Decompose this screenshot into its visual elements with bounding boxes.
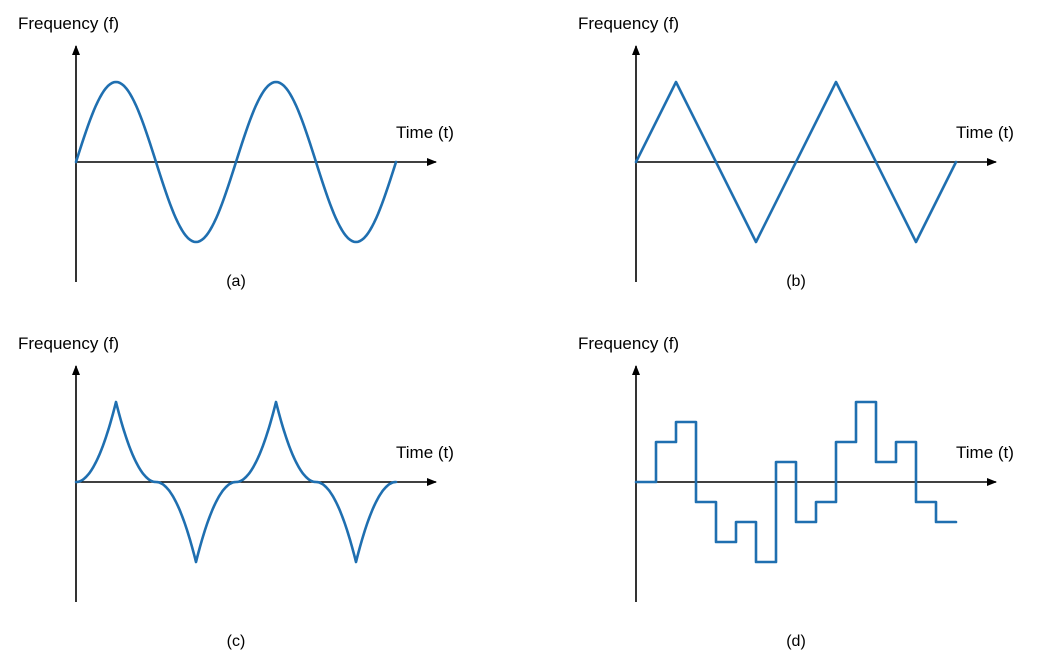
x-axis-label: Time (t) (396, 123, 454, 142)
triangle-waveform (634, 80, 958, 244)
panel-caption: (a) (226, 273, 246, 290)
stepped-waveform (634, 400, 958, 564)
panel-d: Frequency (f) Time (t) (d) (578, 334, 1014, 650)
y-axis-label: Frequency (f) (18, 334, 119, 353)
panel-c: Frequency (f) Time (t) (c) (18, 334, 454, 650)
panel-a: Frequency (f) Time (t) (a) (18, 14, 454, 290)
panel-caption: (b) (786, 273, 806, 290)
cusped-waveform (74, 400, 398, 564)
x-axis-label: Time (t) (956, 443, 1014, 462)
x-axis-label: Time (t) (396, 443, 454, 462)
y-axis-label: Frequency (f) (578, 334, 679, 353)
sine-waveform (74, 80, 398, 244)
y-axis-label: Frequency (f) (578, 14, 679, 33)
panel-b: Frequency (f) Time (t) (b) (578, 14, 1014, 290)
x-axis-label: Time (t) (956, 123, 1014, 142)
panel-caption: (c) (227, 633, 246, 650)
y-axis-label: Frequency (f) (18, 14, 119, 33)
panel-caption: (d) (786, 633, 806, 650)
